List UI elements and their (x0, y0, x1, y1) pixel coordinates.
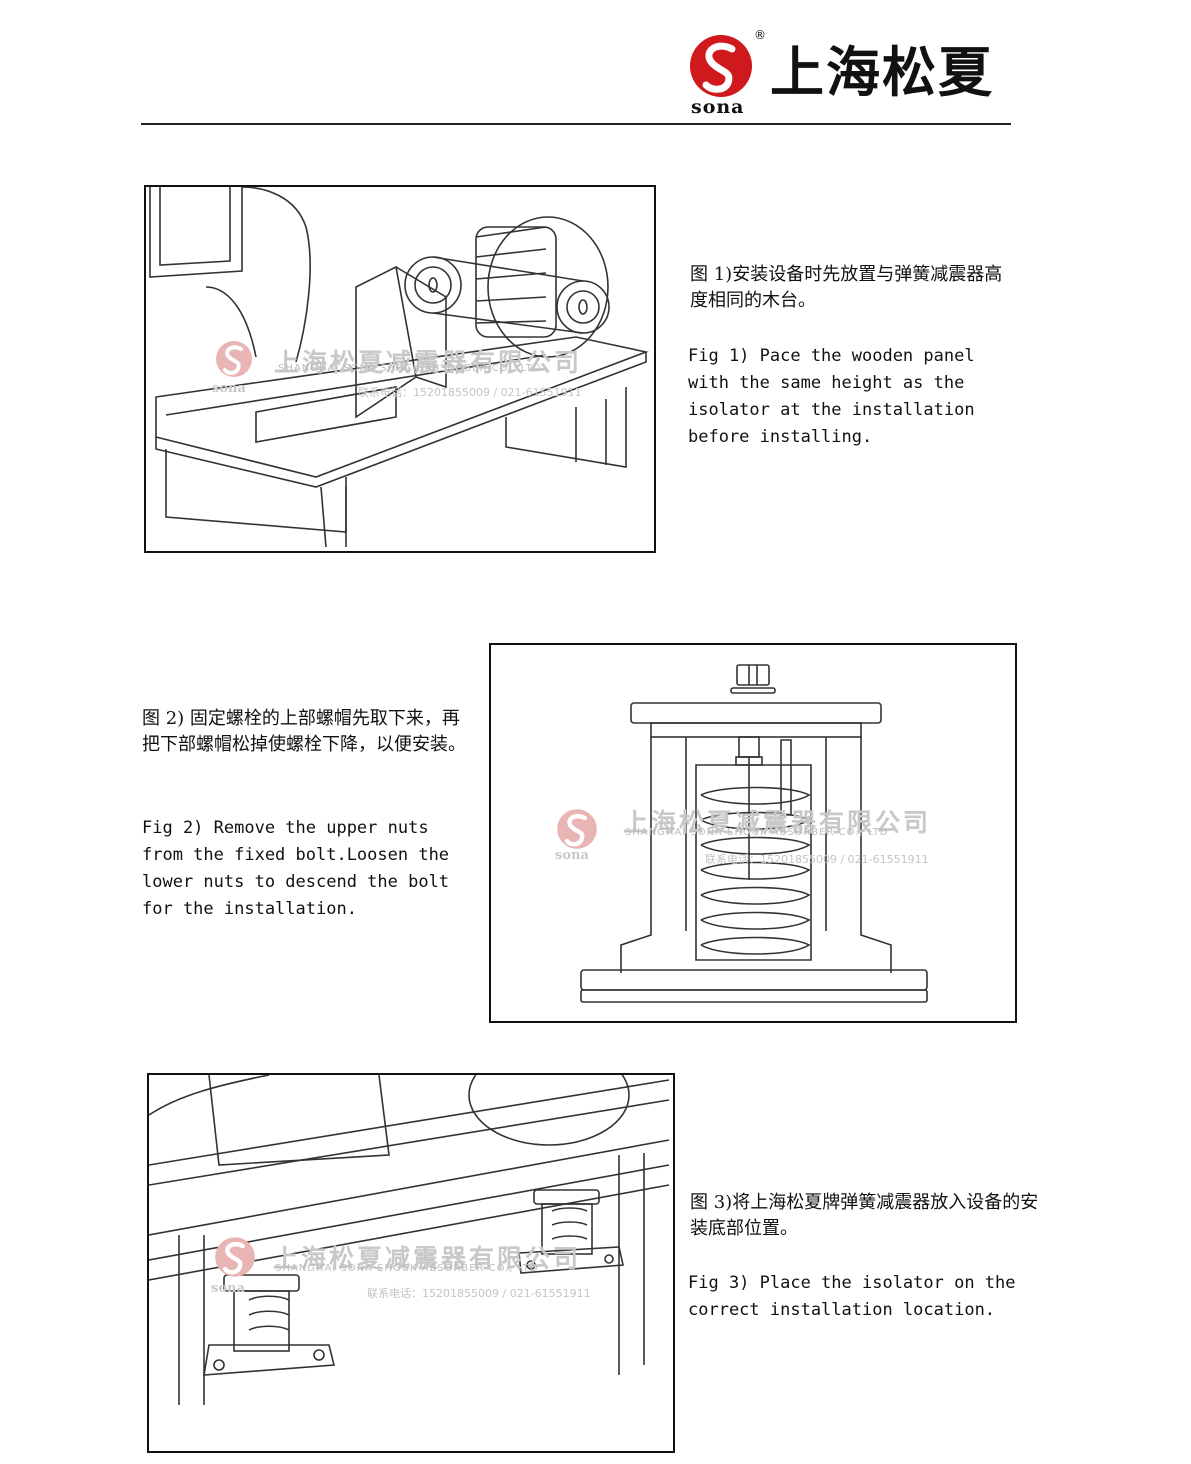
figure-1-caption-en: Fig 1) Pace the wooden panel with the sa… (688, 346, 975, 447)
brand-sona-text: sona (691, 96, 745, 118)
figure-2-caption-en: Fig 2) Remove the upper nuts from the fi… (142, 818, 450, 919)
figure-2-caption-cn: 图 2) 固定螺栓的上部螺帽先取下来，再把下部螺帽松掉使螺栓下降，以便安装。 (142, 708, 466, 755)
figure-2-image: 上海松夏减震器有限公司 SHANGHAI SONA SHOCK ABSORBER… (489, 643, 1017, 1023)
figure-3-caption-en: Fig 3) Place the isolator on the correct… (688, 1273, 1016, 1320)
figure-1-caption-cn: 图 1)安装设备时先放置与弹簧减震器高度相同的木台。 (690, 264, 1003, 311)
sona-logo-icon (690, 35, 752, 97)
header-divider (141, 123, 1011, 125)
figure-3-image: 上海松夏减震器有限公司 SHANGHAI SONA SHOCK ABSORBER… (147, 1073, 675, 1453)
brand-name: 上海松夏 (770, 41, 994, 104)
figure-3-caption-cn: 图 3)将上海松夏牌弹簧减震器放入设备的安装底部位置。 (690, 1192, 1039, 1239)
registered-mark: ® (754, 28, 766, 42)
figure-1-image: 上海松夏减震器有限公司 SHANGHAI SONA SHOCK ABSORBER… (144, 185, 656, 553)
